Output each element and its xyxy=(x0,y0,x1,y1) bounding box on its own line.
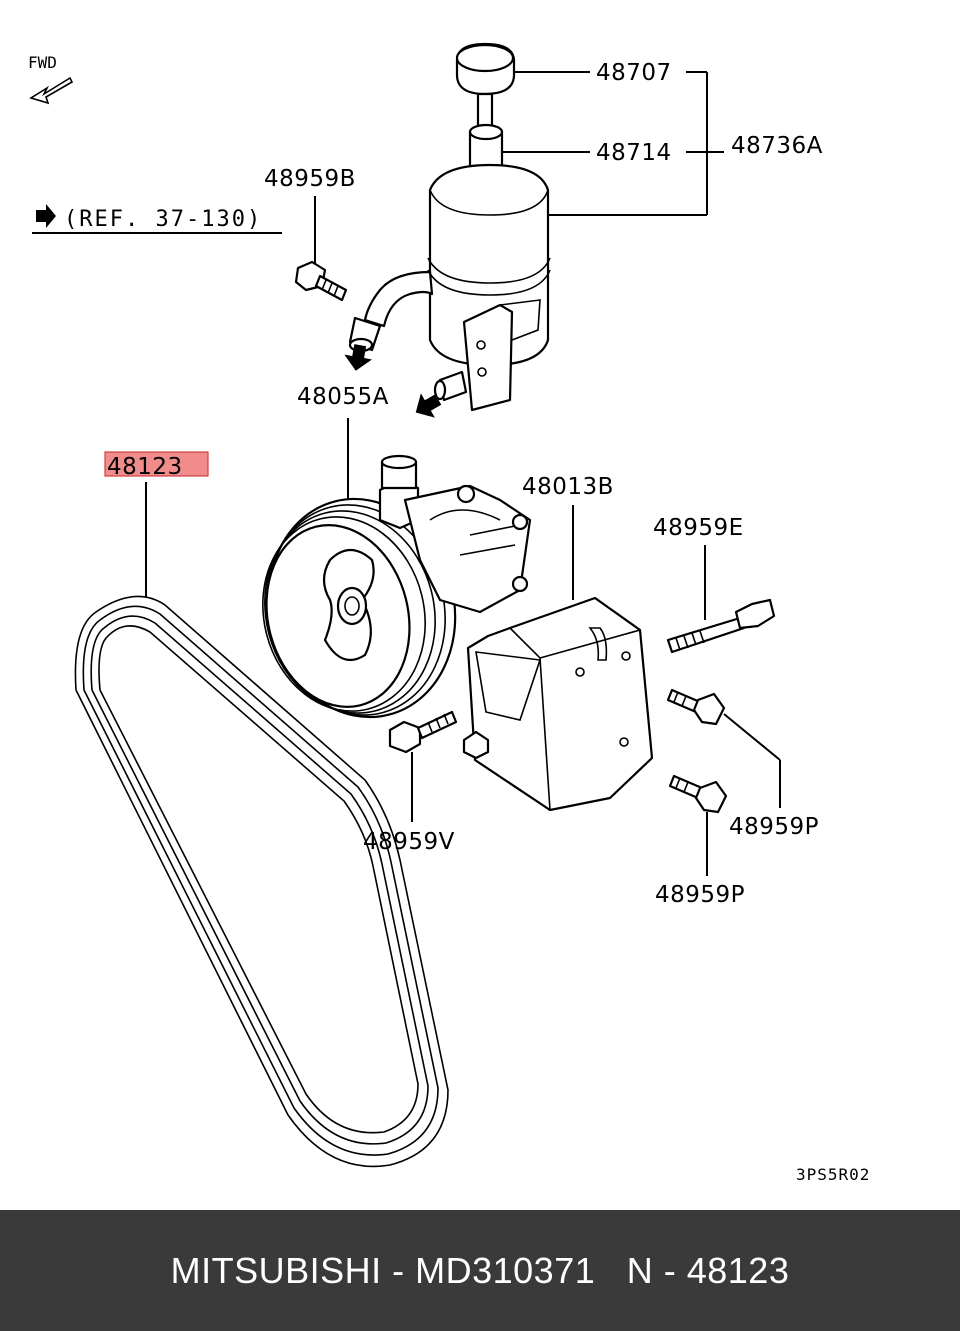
leader-lines xyxy=(145,71,781,876)
fwd-indicator: FWD xyxy=(28,53,74,105)
part-label-highlighted: 48123 xyxy=(107,454,183,480)
footer-text: MITSUBISHI - MD310371 N - 48123 xyxy=(170,1249,790,1291)
part-label: 48959B xyxy=(264,166,356,192)
ref-label: (REF. 37-130) xyxy=(64,207,262,232)
fwd-arrow-icon xyxy=(29,76,74,105)
footer-bar: MITSUBISHI - MD310371 N - 48123 xyxy=(0,1210,960,1331)
reservoir-tank xyxy=(348,42,551,412)
drive-belt-48123 xyxy=(74,595,449,1168)
flow-arrow-icon xyxy=(415,393,442,418)
bolt-48959v xyxy=(388,710,458,754)
part-label: 48013B xyxy=(522,474,614,500)
bolt-48959p-lower xyxy=(668,774,728,814)
bolt-48959e xyxy=(666,598,776,654)
highlight-box xyxy=(104,451,209,477)
part-label: 48959V xyxy=(363,829,455,855)
bracket-48013b xyxy=(462,596,654,812)
part-label: 48707 xyxy=(596,60,672,86)
ref-arrow-icon xyxy=(36,204,56,228)
part-label: 48055A xyxy=(297,384,389,410)
part-label: 48736A xyxy=(731,133,823,159)
drawing-code: 3PS5R02 xyxy=(796,1165,870,1184)
ref-pointer: (REF. 37-130) xyxy=(32,204,282,234)
pump-pulley xyxy=(262,497,457,719)
part-label: 48959E xyxy=(653,515,744,541)
bolt-48959b xyxy=(294,260,348,302)
flow-arrow-icon xyxy=(344,344,372,371)
part-label: 48959P xyxy=(729,814,819,840)
bolt-48959p-upper xyxy=(666,688,726,726)
pump-body xyxy=(378,454,532,614)
parts-diagram: FWD (REF. 37-130) xyxy=(28,42,870,1184)
part-label: 48959P xyxy=(655,882,745,908)
part-label: 48714 xyxy=(596,140,672,166)
fwd-label: FWD xyxy=(28,53,57,72)
